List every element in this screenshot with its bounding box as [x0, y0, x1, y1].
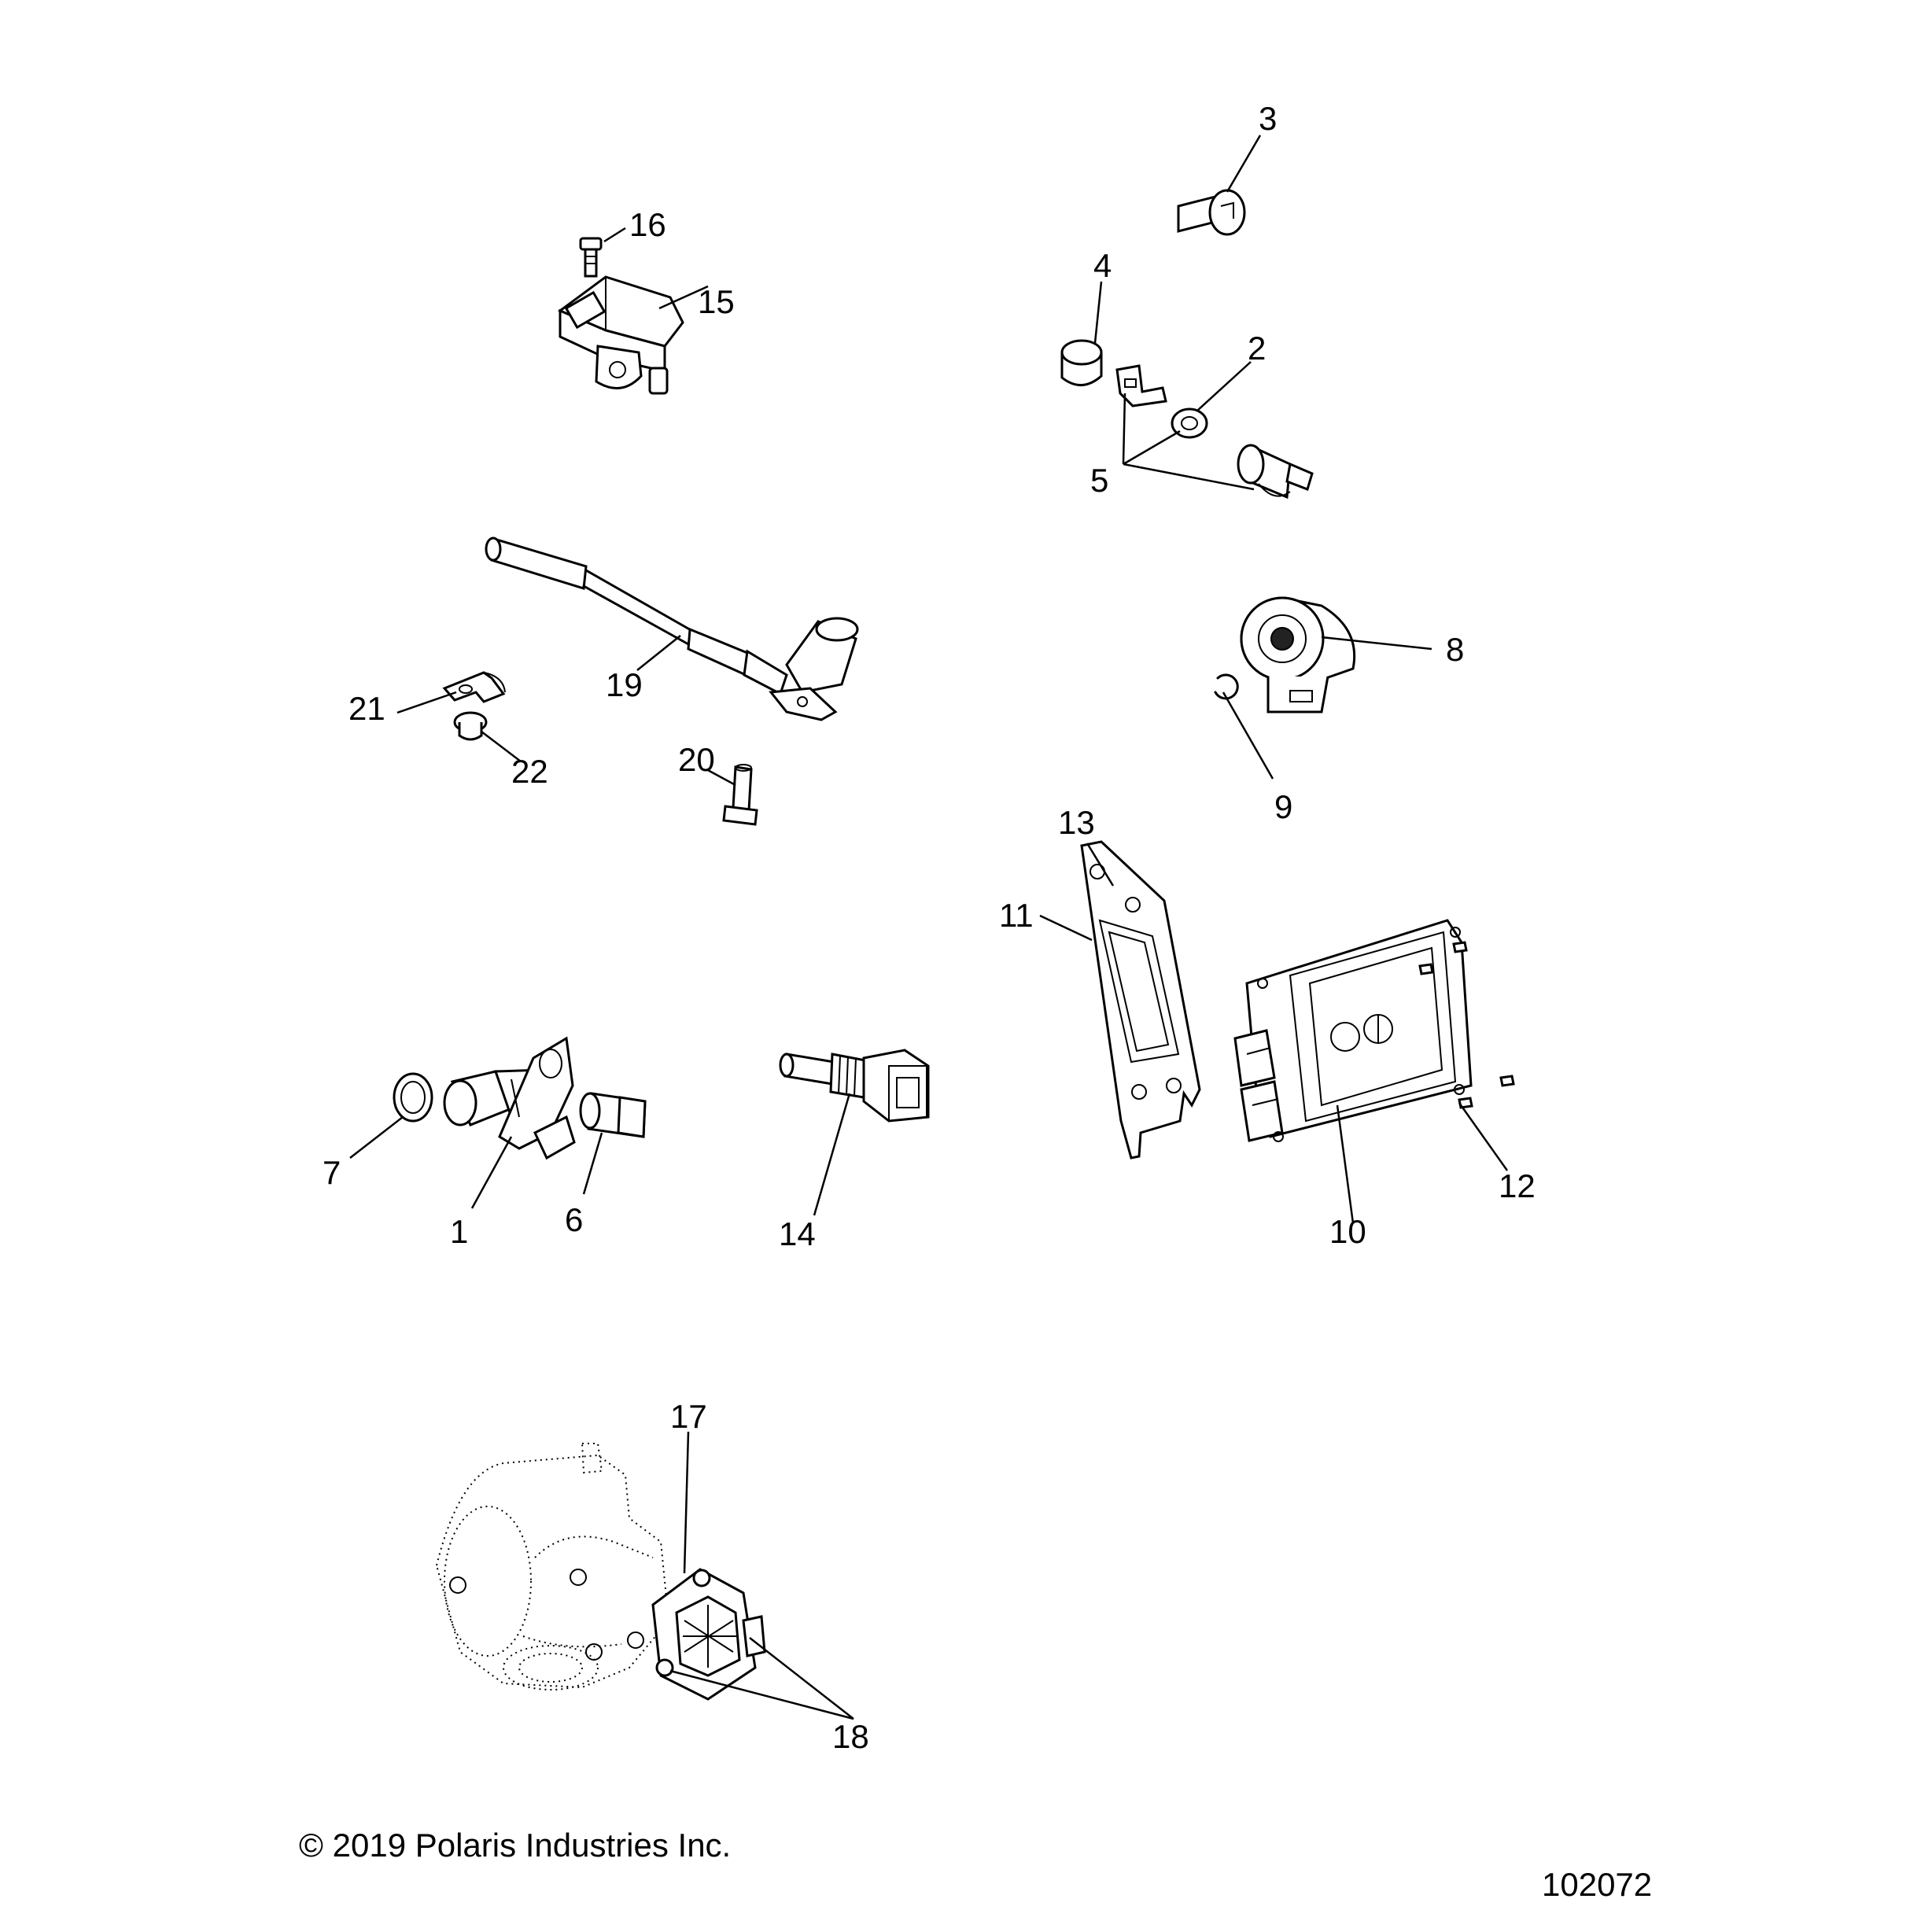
callout-15: 15 — [698, 283, 735, 320]
part-14-temp-sensor — [779, 1049, 930, 1123]
callout-2: 2 — [1248, 330, 1266, 367]
callout-labels: 3 16 15 4 2 5 8 9 19 21 22 20 13 11 12 1… — [323, 100, 1536, 1755]
copyright-text: © 2019 Polaris Industries Inc. — [299, 1827, 732, 1864]
callout-20: 20 — [678, 741, 715, 778]
callout-9: 9 — [1274, 788, 1292, 825]
part-17-throttle-body — [435, 1443, 670, 1690]
callout-17: 17 — [670, 1398, 707, 1435]
part-15-map-sensor — [558, 275, 684, 395]
callout-7: 7 — [323, 1154, 341, 1191]
callout-13: 13 — [1058, 804, 1095, 841]
part-10-ecu — [1233, 919, 1473, 1142]
callout-21: 21 — [348, 690, 385, 727]
part-5-switch-kit — [1115, 364, 1167, 407]
figure-number: 102072 — [1542, 1866, 1653, 1903]
part-22-grommet — [453, 711, 488, 741]
callout-19: 19 — [606, 666, 643, 703]
part-21-clip — [442, 671, 506, 703]
callout-1: 1 — [450, 1213, 468, 1250]
callout-10: 10 — [1329, 1213, 1366, 1250]
part-12-screws — [1418, 941, 1515, 1109]
part-7-oring — [393, 1072, 433, 1123]
part-6-sleeve — [579, 1092, 647, 1138]
part-20-bolt — [722, 764, 758, 826]
leader-lines — [349, 135, 1509, 1720]
part-16-bolt — [579, 237, 603, 278]
part-19-sensor-lead — [485, 536, 859, 721]
callout-5: 5 — [1090, 462, 1108, 499]
part-2-washer — [1171, 407, 1208, 439]
tps-vent-grille — [683, 1605, 736, 1668]
part-1-cam-sensor — [443, 1036, 576, 1160]
callout-12: 12 — [1499, 1167, 1536, 1204]
part-5-switch-body — [1237, 444, 1314, 500]
part-9-clip — [1214, 673, 1239, 700]
callout-16: 16 — [629, 206, 666, 243]
part-8-knock-sensor — [1240, 596, 1356, 713]
callout-11: 11 — [999, 897, 1034, 934]
callout-22: 22 — [511, 753, 548, 790]
part-4-cap — [1060, 339, 1103, 386]
callout-14: 14 — [779, 1215, 816, 1252]
callout-6: 6 — [565, 1201, 583, 1238]
callout-3: 3 — [1259, 100, 1277, 137]
callout-18: 18 — [832, 1718, 869, 1755]
part-18-throttle-sensor — [651, 1568, 766, 1701]
callout-8: 8 — [1446, 631, 1464, 668]
part-11-bracket — [1080, 840, 1201, 1160]
part-3-plug — [1177, 189, 1246, 236]
callout-4: 4 — [1093, 247, 1112, 284]
